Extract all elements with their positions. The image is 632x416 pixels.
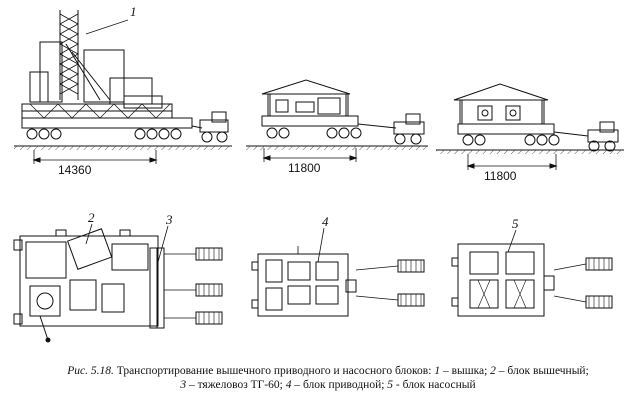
label-2-derrick-block: 2 xyxy=(88,210,95,225)
caption-key-5: 5 xyxy=(387,379,394,391)
wheel-set xyxy=(26,128,182,140)
caption-text-2: – блок вышечный; xyxy=(498,365,589,377)
label-5-pump-block: 5 xyxy=(512,216,519,231)
label-1-derrick: 1 xyxy=(130,4,137,19)
label-3-tractor: 3 xyxy=(165,212,173,227)
dimension-derrick-train: 14360 xyxy=(58,163,92,177)
label-4-drive-block: 4 xyxy=(322,214,329,229)
caption-key-4: 4 xyxy=(285,379,292,391)
figure-caption: Рис. 5.18. Транспортирование вышечного п… xyxy=(38,364,618,392)
drive-block-plan-view xyxy=(251,227,425,317)
caption-key-1: 1 xyxy=(434,365,441,377)
crawler-tracks xyxy=(195,247,223,325)
caption-text-1: – вышка; xyxy=(442,365,488,377)
caption-figure-number: Рис. 5.18. xyxy=(67,365,114,377)
caption-text-4: – блок приводной; xyxy=(294,379,385,391)
caption-text-5: - блок насосный xyxy=(395,379,476,391)
dimension-pump-train: 11800 xyxy=(484,169,517,183)
dimension-drive-train: 11800 xyxy=(288,161,321,175)
pump-block-side-view xyxy=(436,83,624,170)
technical-drawing: 1 14360 11800 xyxy=(13,4,624,343)
caption-title: Транспортирование вышечного приводного и… xyxy=(116,365,432,377)
caption-text-3: – тяжеловоз ТГ-60; xyxy=(188,379,283,391)
derrick-block-plan-view xyxy=(13,223,223,343)
drive-block-side-view xyxy=(246,79,428,162)
caption-key-3: 3 xyxy=(180,379,187,391)
caption-key-2: 2 xyxy=(490,365,496,377)
pump-block-plan-view xyxy=(451,229,613,317)
derrick-side-view xyxy=(14,10,232,164)
